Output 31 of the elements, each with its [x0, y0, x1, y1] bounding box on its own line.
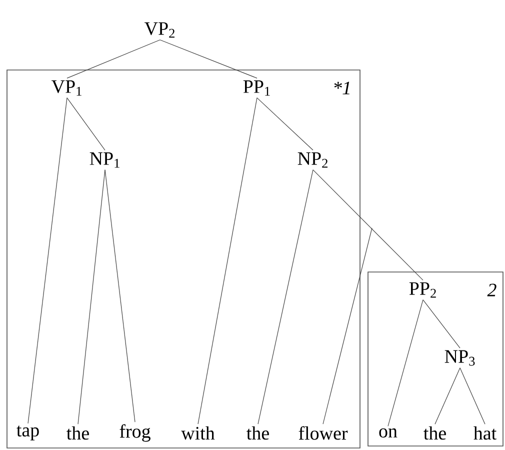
tree-branch	[460, 368, 486, 424]
tree-branch	[312, 170, 424, 280]
word: tap	[16, 426, 39, 440]
word: frog	[120, 424, 150, 442]
tree-branch	[258, 170, 314, 424]
tree-branch	[422, 300, 460, 348]
phrase-label: VP$_{2}$	[144, 22, 174, 38]
phrase-label: PP$_{1}$	[243, 80, 270, 96]
phrase-label: NP$_{3}$	[444, 350, 475, 366]
word: with	[181, 426, 215, 440]
word: the	[246, 426, 269, 440]
tree-branch	[66, 40, 160, 78]
tree-branch	[78, 170, 106, 424]
tree-branch	[388, 300, 424, 427]
word: on	[379, 428, 398, 438]
tree-branch	[256, 98, 314, 150]
word: hat	[474, 426, 496, 440]
tree-branch	[434, 368, 460, 424]
word: the	[424, 426, 446, 440]
tree-branch	[198, 98, 258, 424]
phrase-label: NP$_{2}$	[298, 152, 328, 168]
phrase-label: PP$_{2}$	[409, 282, 436, 298]
word: the	[66, 426, 89, 440]
tree-branch	[66, 98, 106, 150]
tree-branch	[160, 40, 258, 78]
phrase-label: NP$_{1}$	[90, 152, 120, 168]
tree-branch	[104, 170, 136, 422]
tree-branch	[322, 228, 372, 424]
word: flower	[298, 426, 348, 440]
phrase-label: VP$_{1}$	[52, 80, 82, 96]
tree-branch	[28, 98, 68, 424]
